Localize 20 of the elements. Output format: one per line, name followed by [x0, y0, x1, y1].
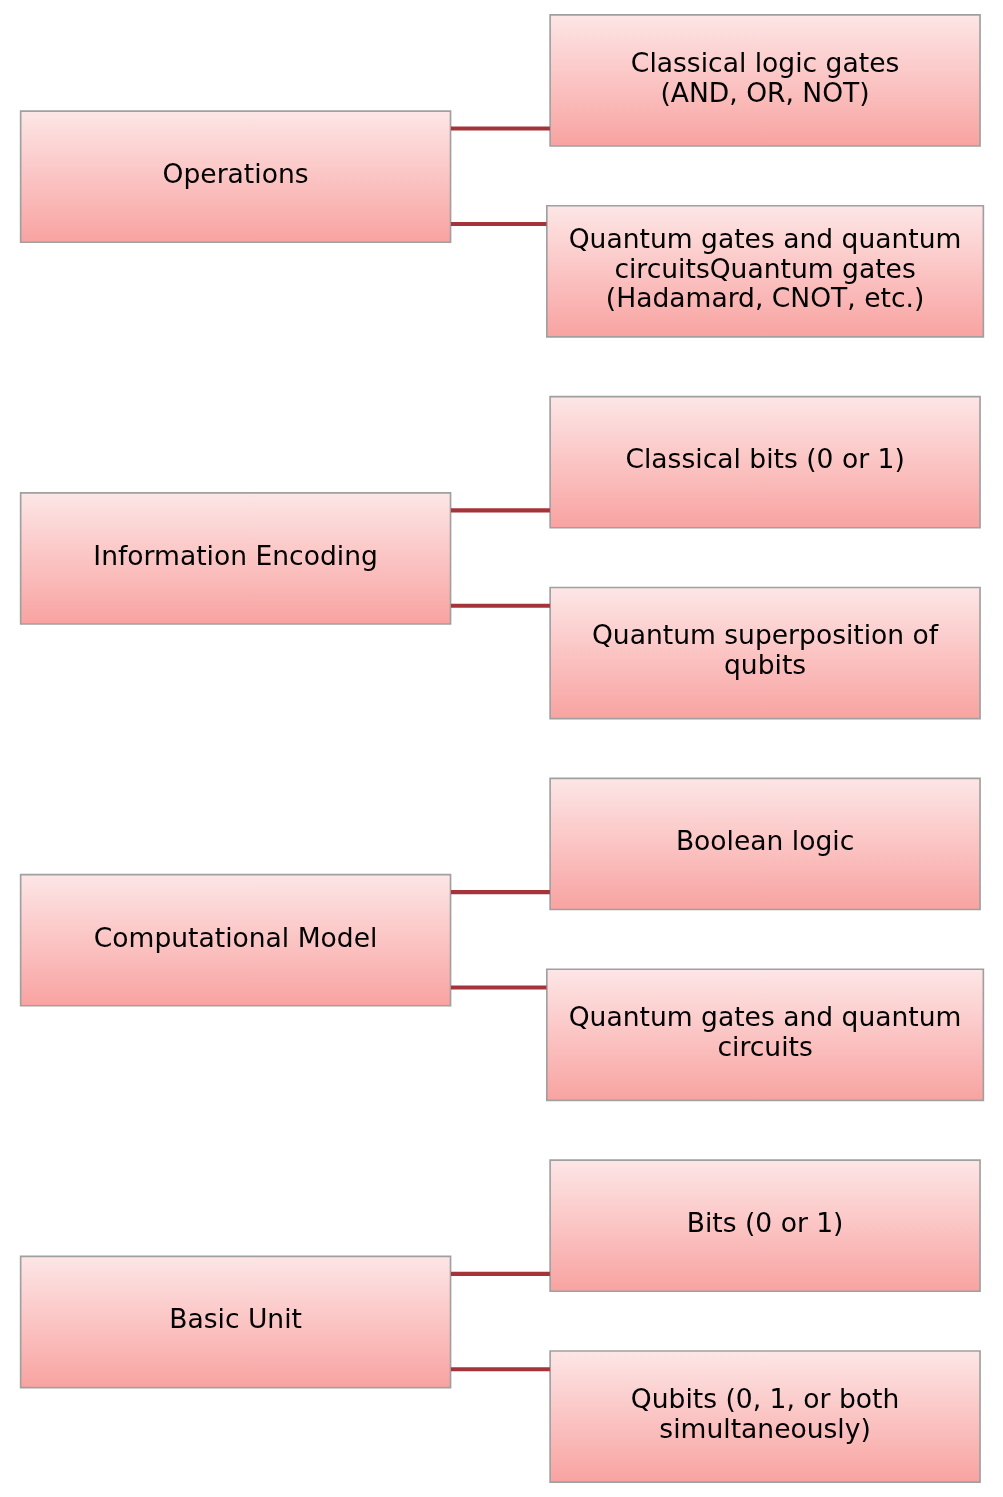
connector — [450, 1271, 550, 1276]
node-box: Classical bits (0 or 1) — [548, 395, 981, 529]
connector — [450, 508, 550, 513]
connector — [450, 221, 546, 227]
connector — [450, 1367, 550, 1372]
connector — [450, 126, 550, 131]
node-box: Operations — [19, 110, 451, 244]
node-box: Information Encoding — [19, 492, 451, 625]
node-box: Qubits (0, 1, or both simultaneously) — [548, 1350, 981, 1483]
node-box: Bits (0 or 1) — [548, 1159, 981, 1293]
node-box: Classical logic gates (AND, OR, NOT) — [548, 14, 981, 147]
node-box: Quantum gates and quantum circuits — [545, 968, 984, 1102]
node-box: Basic Unit — [19, 1255, 451, 1389]
node-box: Boolean logic — [548, 777, 981, 911]
connector — [450, 890, 550, 895]
node-box: Quantum superposition of qubits — [548, 586, 981, 720]
connector — [450, 603, 550, 608]
connector — [450, 985, 546, 990]
node-box: Computational Model — [19, 873, 451, 1007]
node-box: Quantum gates and quantum circuitsQuantum gates (Hadamard, CNOT, etc.) — [545, 204, 984, 338]
